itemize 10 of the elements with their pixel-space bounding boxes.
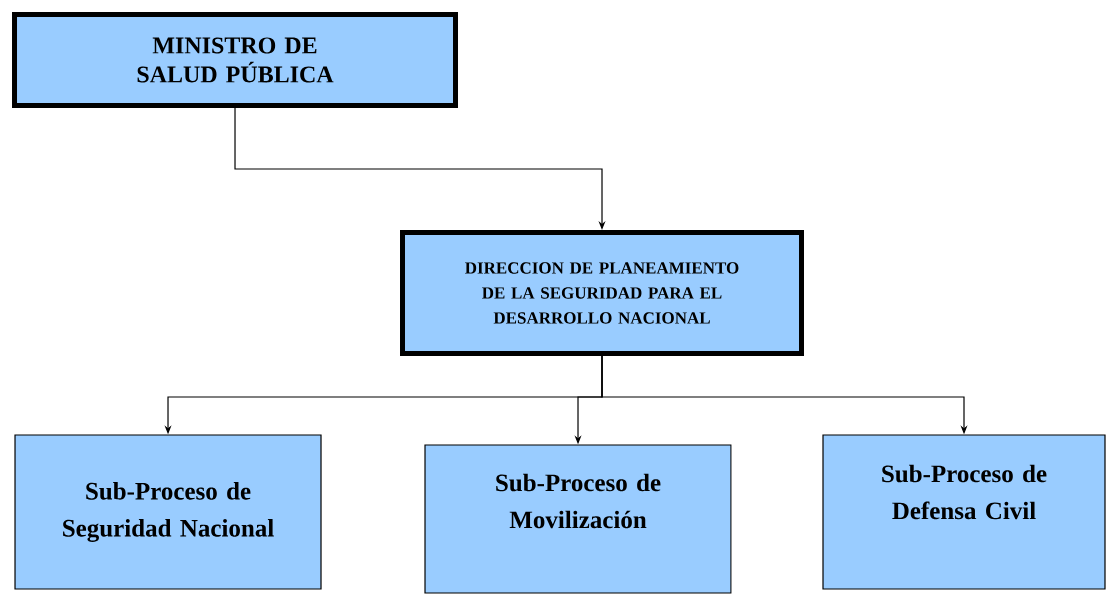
box-label: Sub-Proceso de Defensa Civil bbox=[882, 464, 1047, 520]
box bbox=[12, 12, 458, 108]
box bbox=[400, 230, 804, 356]
box-label: MINISTRO DE SALUD PÚBLICA bbox=[137, 37, 334, 83]
box-label: DIRECCION DE PLANEAMIENTO DE LA SEGURIDAD PARA EL DESARROLLO NACIONAL bbox=[465, 262, 739, 324]
box-label: Sub-Proceso de Movilización bbox=[496, 473, 661, 529]
box-label: Sub-Proceso de Seguridad Nacional bbox=[63, 482, 274, 542]
box bbox=[822, 434, 1106, 590]
box bbox=[14, 434, 322, 590]
box bbox=[424, 444, 732, 594]
